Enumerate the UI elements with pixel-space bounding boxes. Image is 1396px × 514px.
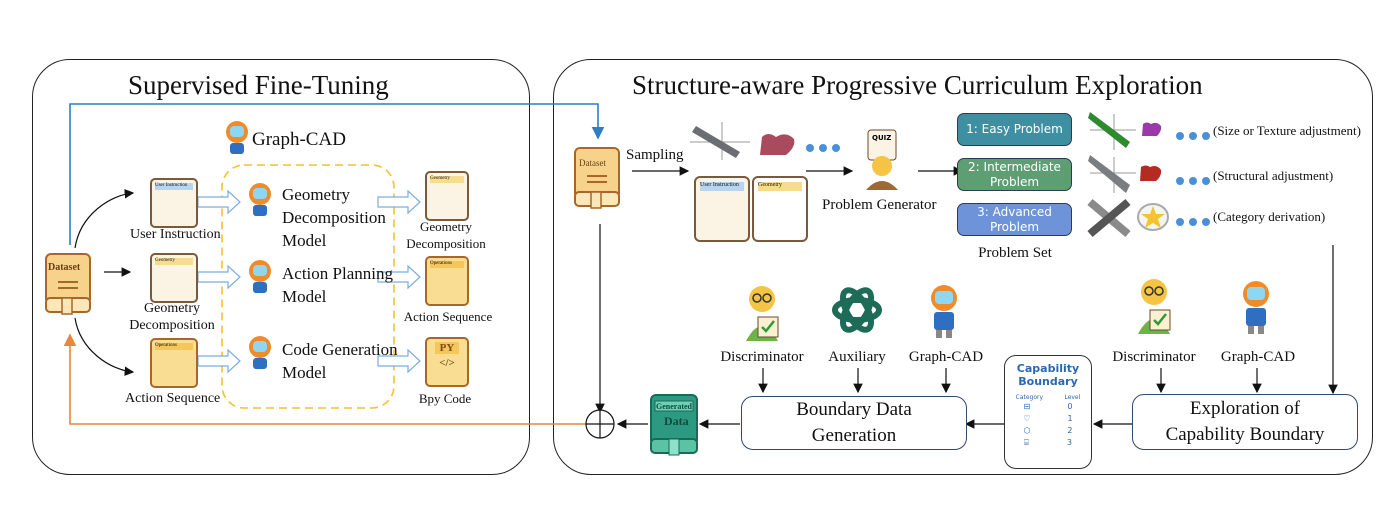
- doc-tag: User Instruction: [155, 183, 193, 190]
- cylinder-icon: ⌸: [1024, 438, 1029, 447]
- operations-doc-icon: Operations: [425, 256, 469, 306]
- robot-icon: [245, 180, 275, 220]
- more-dots-icon: [1176, 172, 1215, 190]
- capability-row: ⬡2: [1005, 425, 1091, 437]
- dataset-book-icon: [44, 252, 92, 316]
- heart-purple-icon: [1141, 121, 1163, 137]
- dataset-book-icon: [573, 146, 621, 210]
- openai-logo-icon: [830, 283, 884, 337]
- advanced-note: (Category derivation): [1213, 209, 1326, 224]
- model-label-geometry-decomposition: Geometry Decomposition Model: [282, 185, 386, 250]
- level-value: 3: [1066, 438, 1072, 447]
- geometry-doc-icon: Geometry: [425, 171, 469, 221]
- operations-doc-icon: Operations: [150, 338, 198, 388]
- cube-icon: ⬡: [1023, 426, 1031, 435]
- discriminator-icon: [1134, 276, 1174, 334]
- robot-icon: [1238, 276, 1274, 336]
- input-label-user-instruction: User Instruction: [130, 227, 221, 242]
- cad-part-gray-icon: [1086, 153, 1136, 195]
- python-file-icon: PY</>: [425, 337, 469, 387]
- agent-label-graph-cad: Graph-CAD: [908, 349, 984, 365]
- graph-cad-title: Graph-CAD: [252, 129, 346, 150]
- doc-tag: Operations: [155, 343, 193, 350]
- capability-boundary-card: Capability Boundary Category Level ⊟0 ♡1…: [1004, 355, 1092, 469]
- doc-tag: PY: [435, 342, 459, 354]
- output-label-geometry: Geometry Decomposition: [406, 219, 486, 251]
- capability-title: Capability Boundary: [1016, 362, 1080, 388]
- model-label-action-planning: Action Planning Model: [282, 264, 393, 306]
- dataset-label: Dataset: [48, 262, 81, 273]
- robot-icon: [926, 280, 962, 340]
- heart-shape-icon: [758, 131, 798, 157]
- star-icon: [1136, 202, 1170, 232]
- level-value: 2: [1067, 426, 1073, 435]
- doc-tag: Geometry: [430, 176, 464, 183]
- discriminator-icon: [742, 283, 782, 341]
- robot-icon: [245, 257, 275, 297]
- user-instruction-doc-icon: User Instruction: [150, 178, 198, 228]
- blue-flow-line: [69, 103, 605, 245]
- problem-intermediate: 2: Intermediate Problem: [957, 158, 1072, 191]
- svg-text:QUIZ: QUIZ: [872, 134, 891, 142]
- generated-data-label: Data: [664, 414, 689, 428]
- sum-node-icon: [585, 409, 615, 439]
- boundary-data-generation-box: Boundary Data Generation: [741, 396, 967, 450]
- more-dots-icon: [1176, 213, 1215, 231]
- table-icon: ⊟: [1023, 402, 1031, 411]
- dataset-label: Dataset: [579, 158, 606, 168]
- input-label-geometry: Geometry Decomposition: [129, 301, 215, 333]
- level-value: 0: [1067, 402, 1073, 411]
- level-value: 1: [1067, 414, 1073, 423]
- problem-generator-label: Problem Generator: [822, 197, 937, 213]
- doc-tag: Operations: [430, 261, 464, 268]
- orange-flow-line: [63, 333, 587, 425]
- doc-tag: Geometry: [155, 258, 193, 265]
- problem-easy: 1: Easy Problem: [957, 113, 1072, 146]
- agent-label-discriminator: Discriminator: [720, 349, 804, 365]
- heart-icon: ♡: [1023, 414, 1031, 423]
- sft-title: Supervised Fine-Tuning: [128, 70, 389, 100]
- agent-label-auxiliary: Auxiliary: [828, 349, 886, 365]
- more-dots-icon: [1176, 127, 1215, 145]
- robot-icon: [222, 118, 252, 158]
- geometry-doc-icon: Geometry: [752, 176, 808, 242]
- problem-advanced: 3: Advanced Problem: [957, 203, 1072, 236]
- agent-label-discriminator: Discriminator: [1112, 349, 1196, 365]
- category-col-header: Category: [1015, 394, 1044, 401]
- input-label-action-sequence: Action Sequence: [125, 391, 221, 406]
- cad-part-icon: [690, 120, 750, 160]
- agent-label-graph-cad: Graph-CAD: [1220, 349, 1296, 365]
- generated-tag: Generated: [656, 402, 692, 411]
- level-col-header: Level: [1064, 394, 1081, 401]
- output-label-bpy-code: Bpy Code: [418, 391, 472, 406]
- generated-data-book-icon: [649, 393, 699, 457]
- capability-row: ♡1: [1005, 413, 1091, 425]
- model-label-code-generation: Code Generation Model: [282, 340, 398, 382]
- easy-note: (Size or Texture adjustment): [1213, 123, 1361, 138]
- curriculum-title: Structure-aware Progressive Curriculum E…: [632, 70, 1203, 100]
- exploration-capability-boundary-box: Exploration of Capability Boundary: [1132, 394, 1358, 450]
- intermediate-note: (Structural adjustment): [1213, 168, 1334, 183]
- user-instruction-doc-icon: User Instruction: [694, 176, 750, 242]
- sampling-label: Sampling: [626, 147, 684, 163]
- doc-tag: User Instruction: [700, 182, 744, 191]
- quiz-teacher-icon: QUIZ: [862, 128, 906, 190]
- cad-part-cross-icon: [1086, 198, 1132, 238]
- cad-part-green-icon: [1086, 110, 1136, 150]
- heart-red-icon: [1139, 164, 1163, 182]
- more-dots-icon: [806, 139, 845, 157]
- problem-set-label: Problem Set: [978, 245, 1052, 261]
- capability-row: ⌸3: [1005, 437, 1091, 449]
- output-label-action-sequence: Action Sequence: [403, 309, 493, 324]
- capability-row: ⊟0: [1005, 401, 1091, 413]
- model-group-dashed-box: [221, 164, 395, 409]
- geometry-doc-icon: Geometry: [150, 253, 198, 303]
- doc-tag: Geometry: [758, 182, 802, 191]
- robot-icon: [245, 333, 275, 373]
